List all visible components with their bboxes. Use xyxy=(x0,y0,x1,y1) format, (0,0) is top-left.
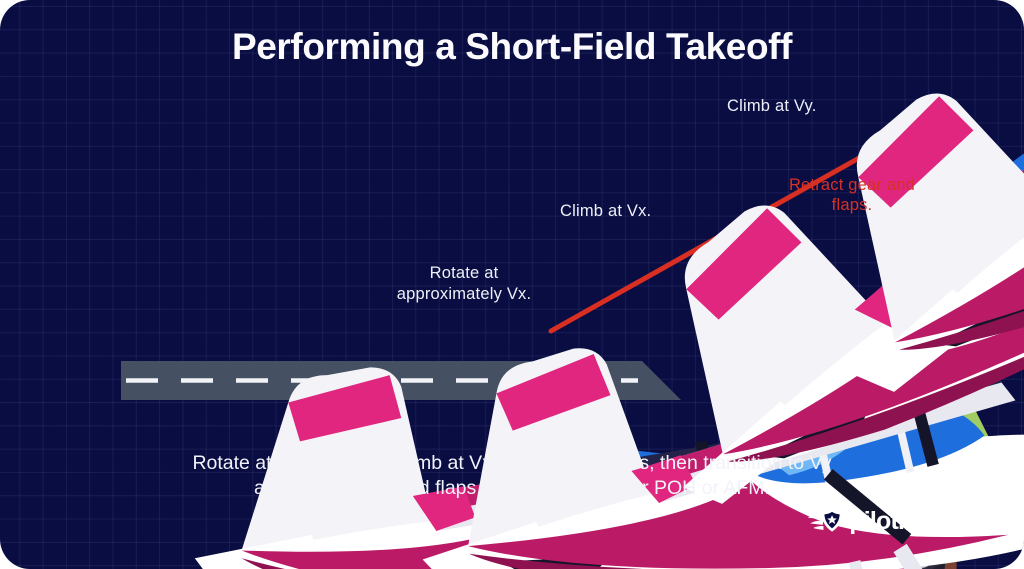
winged-shield-star-icon xyxy=(808,508,843,532)
label-rotate-at-vx: Rotate at approximately Vx. xyxy=(396,264,532,303)
brand-name: pilotinstitute xyxy=(849,506,989,535)
label-climb-at-vy: Climb at Vy. xyxy=(727,97,817,115)
label-climb-at-vx: Climb at Vx. xyxy=(560,202,652,220)
caption: Rotate at short-field Vr, climb at Vx to… xyxy=(0,451,1024,501)
label-retract-gear-flaps: Retract gear and flaps. xyxy=(788,176,916,214)
page-title: Performing a Short-Field Takeoff xyxy=(231,26,793,67)
brand-logo: pilotinstitute xyxy=(807,506,989,536)
caption-text: Rotate at short-field Vr, climb at Vx to… xyxy=(192,452,832,499)
